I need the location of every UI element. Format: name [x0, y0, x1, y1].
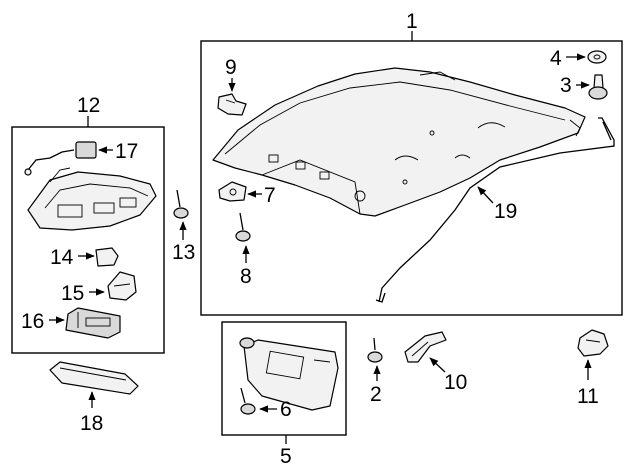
- callout-16: 16: [21, 310, 44, 333]
- overhead-console: [27, 167, 157, 231]
- callout-5: 5: [280, 445, 292, 468]
- callout-6: 6: [280, 398, 292, 421]
- part-19-molding: [375, 117, 615, 303]
- group-box-12: [11, 116, 165, 354]
- part-15-bracket: [107, 271, 137, 301]
- part-14-lens: [95, 247, 119, 267]
- group-box-5: [221, 321, 347, 444]
- part-18-cover: [49, 361, 139, 395]
- callout-8: 8: [240, 265, 252, 288]
- callout-17: 17: [115, 140, 138, 163]
- leader-10: [429, 357, 446, 373]
- callout-11: 11: [577, 385, 599, 408]
- leader-19: [477, 186, 494, 204]
- callout-1: 1: [406, 10, 418, 33]
- group-box-1: [200, 31, 623, 316]
- callout-19: 19: [494, 200, 517, 223]
- callout-7: 7: [264, 184, 276, 207]
- callout-14: 14: [50, 246, 74, 269]
- callout-12: 12: [77, 94, 100, 117]
- callout-4: 4: [550, 47, 562, 70]
- part-13-screw: [173, 189, 189, 219]
- part-3-push-pin: [588, 74, 608, 100]
- sun-visor: [239, 337, 339, 411]
- callout-13: 13: [172, 241, 195, 264]
- callout-9: 9: [225, 56, 237, 79]
- callout-15: 15: [61, 282, 84, 305]
- part-8-screw: [235, 212, 251, 242]
- headliner-panel: [212, 67, 586, 217]
- callout-3: 3: [560, 74, 572, 97]
- callout-10: 10: [444, 371, 467, 394]
- part-10-grab-handle: [404, 331, 447, 363]
- callout-2: 2: [370, 383, 382, 406]
- part-4-washer: [587, 50, 607, 64]
- part-6-screw: [240, 387, 256, 415]
- callout-18: 18: [80, 412, 103, 435]
- part-2-screw: [367, 337, 383, 363]
- part-9-clip: [217, 93, 247, 116]
- part-16-module: [65, 307, 121, 339]
- part-7-retainer: [218, 181, 247, 202]
- part-17-harness: [24, 141, 97, 176]
- part-11-hook: [577, 329, 609, 357]
